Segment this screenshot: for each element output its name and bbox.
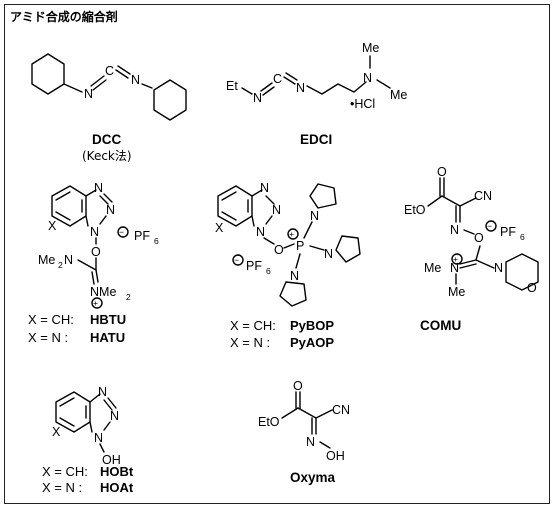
svg-text:6: 6 [266, 266, 271, 276]
svg-text:N: N [98, 385, 107, 399]
hbtu-n2: N [106, 203, 115, 217]
comu-name: COMU [420, 318, 461, 333]
svg-text:+: + [93, 298, 98, 308]
hbtu-n1: N [94, 181, 103, 195]
edci-n1: N [253, 91, 262, 105]
svg-text:N: N [310, 209, 319, 223]
hbtu-n3: N [90, 225, 99, 239]
svg-text:+: + [289, 229, 294, 239]
edci-hcl: •HCl [350, 97, 375, 111]
oxyma-eto: EtO [258, 415, 280, 429]
dcc-n1: N [84, 87, 93, 101]
dcc-structure: N C N DCC (Keck法) [31, 53, 187, 163]
edci-et: Et [226, 79, 238, 93]
edci-c: C [273, 72, 282, 86]
oxyma-name: Oxyma [290, 470, 336, 485]
pybop-row2-name: PyAOP [290, 335, 334, 350]
svg-text:N: N [110, 409, 119, 423]
svg-text:6: 6 [154, 236, 159, 246]
hbtu-o: O [91, 245, 101, 259]
svg-text:N: N [260, 181, 269, 195]
svg-text:6: 6 [520, 232, 525, 242]
hobt-oh: OH [102, 453, 121, 467]
dcc-note: (Keck法) [82, 149, 132, 163]
svg-text:N: N [324, 247, 333, 261]
svg-text:N: N [256, 225, 265, 239]
comu-morph-o: O [527, 281, 537, 295]
comu-me1: Me [424, 261, 441, 275]
figure-title: アミド合成の縮合剤 [10, 10, 118, 24]
dcc-name: DCC [92, 132, 121, 147]
svg-text:O: O [474, 231, 484, 245]
hobt-row2-prefix: X = N : [42, 480, 82, 495]
svg-text:−: − [487, 221, 492, 231]
edci-me1: Me [362, 41, 379, 55]
pybop-row1-prefix: X = CH: [230, 318, 276, 333]
svg-text:N: N [450, 223, 459, 237]
svg-text:−: − [119, 227, 124, 237]
hobt-x: X [52, 425, 61, 439]
svg-text:−: − [234, 255, 239, 265]
hbtu-x: X [48, 219, 57, 233]
edci-n3: N [363, 71, 372, 85]
hbtu-row2-prefix: X = N : [28, 330, 68, 345]
hobt-structure: N N N X OH X = CH: HOBt X = N : HOAt [42, 385, 134, 495]
hbtu-pf6: PF [134, 229, 150, 243]
pybop-row2-prefix: X = N : [230, 335, 270, 350]
dcc-cyclohexyl-left [31, 53, 65, 95]
pybop-pf6: PF [246, 259, 262, 273]
dcc-c: C [105, 64, 114, 78]
pybop-structure: N N N X O P + N N N − PF 6 X = CH: PyBOP… [215, 181, 361, 350]
comu-cn: CN [474, 189, 492, 203]
dcc-n2: N [131, 73, 140, 87]
svg-text:2: 2 [126, 292, 131, 302]
pybop-row1-name: PyBOP [290, 318, 334, 333]
dcc-cyclohexyl-right [153, 79, 187, 121]
pybop-o: O [274, 243, 284, 257]
comu-me2: Me [448, 285, 465, 299]
edci-me2: Me [390, 88, 407, 102]
hbtu-row1-prefix: X = CH: [28, 312, 74, 327]
comu-pf6: PF [500, 225, 516, 239]
svg-text:N: N [94, 431, 103, 445]
comu-structure: O EtO CN N O N + Me Me N O − PF 6 COMU [404, 165, 539, 333]
edci-structure: Et N C N N Me Me •HCl EDCI [226, 41, 407, 147]
svg-text:N: N [272, 203, 281, 217]
oxyma-oh: OH [326, 449, 345, 463]
hobt-row1-name: HOBt [100, 464, 134, 479]
svg-text:O: O [293, 379, 303, 393]
svg-text:N: N [290, 269, 299, 283]
pybop-x: X [215, 221, 224, 235]
hobt-row1-prefix: X = CH: [42, 464, 88, 479]
edci-name: EDCI [300, 132, 332, 147]
pybop-p: P [296, 239, 304, 253]
hobt-row2-name: HOAt [100, 480, 134, 495]
hbtu-row2-name: HATU [90, 330, 125, 345]
hbtu-me2n: Me [38, 253, 55, 267]
svg-text:+: + [453, 254, 458, 264]
oxyma-n: N [306, 435, 315, 449]
svg-text:N: N [494, 261, 503, 275]
svg-text:2: 2 [58, 260, 63, 270]
oxyma-structure: O EtO CN N OH Oxyma [258, 379, 350, 485]
svg-text:N: N [450, 261, 459, 275]
hbtu-nme2: NMe [90, 285, 116, 299]
comu-eto: EtO [404, 203, 426, 217]
oxyma-cn: CN [332, 403, 350, 417]
edci-n2: N [296, 81, 305, 95]
hbtu-row1-name: HBTU [90, 312, 126, 327]
svg-text:O: O [437, 165, 447, 179]
hbtu-structure: N N N X O Me 2 N NMe 2 + − PF 6 X = CH: … [28, 181, 159, 345]
svg-text:N: N [64, 253, 73, 267]
